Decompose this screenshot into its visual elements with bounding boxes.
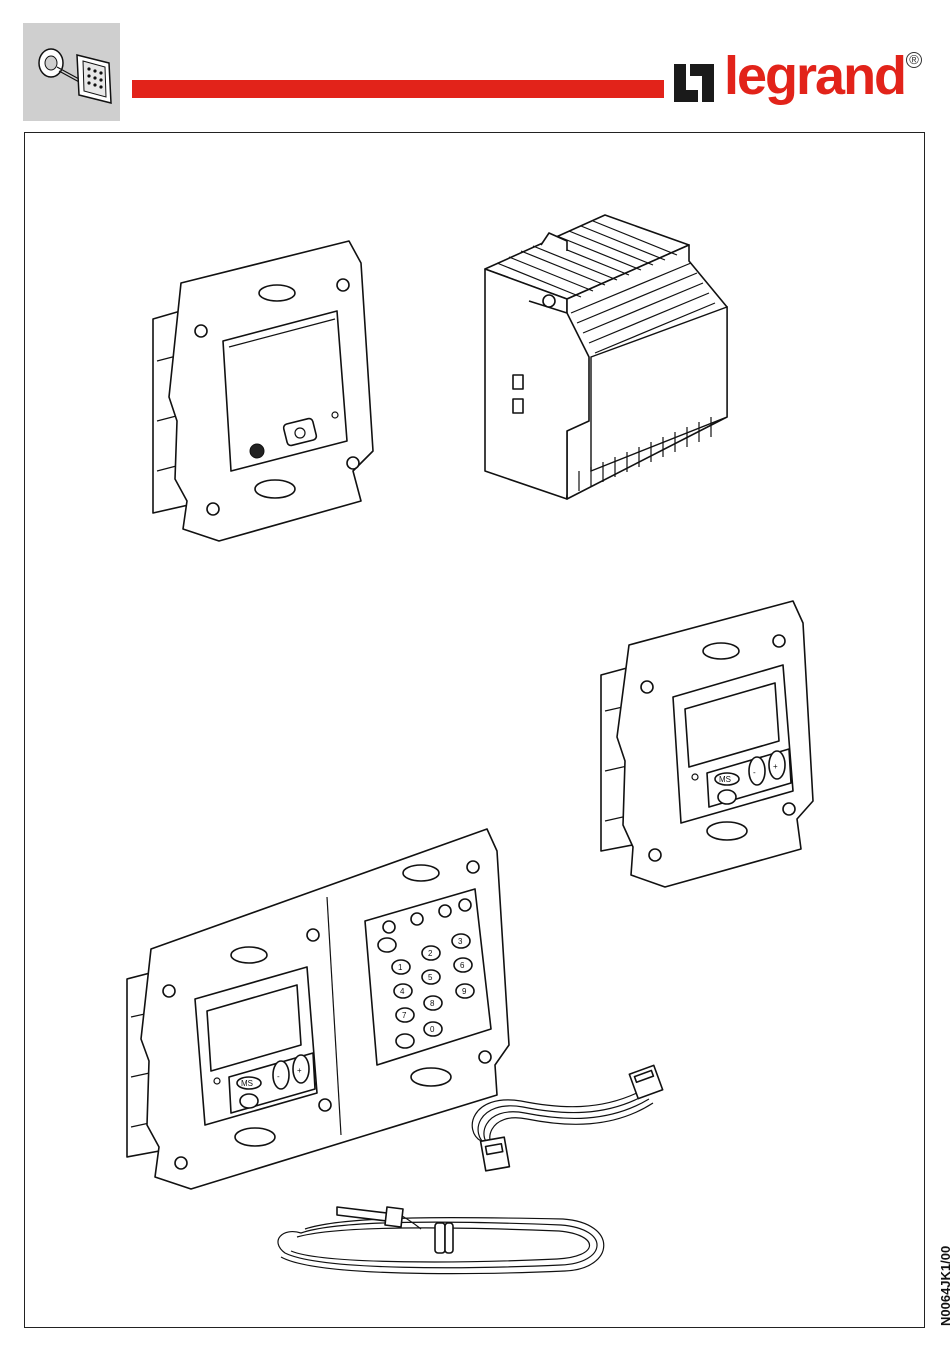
product-illustration: .ln { fill: #fff; stroke: #111; stroke-w… bbox=[25, 133, 924, 1327]
coiled-cable-drawing bbox=[278, 1207, 604, 1274]
intercom-module-drawing bbox=[153, 241, 373, 541]
key-9: 9 bbox=[462, 987, 467, 996]
legrand-logo: legrand ® bbox=[672, 52, 932, 112]
key-7: 7 bbox=[402, 1011, 407, 1020]
key-8: 8 bbox=[430, 999, 435, 1008]
key-3: 3 bbox=[458, 937, 463, 946]
document-code: N0064JK1/00 bbox=[938, 1246, 950, 1326]
key-0: 0 bbox=[430, 1025, 435, 1034]
minus-button-label: - bbox=[753, 768, 756, 777]
header-red-bar bbox=[132, 80, 664, 98]
illustration-frame: .ln { fill: #fff; stroke: #111; stroke-w… bbox=[24, 132, 925, 1328]
ms-button-label: MS bbox=[719, 775, 731, 784]
legrand-mark-icon bbox=[672, 62, 716, 104]
key-5: 5 bbox=[428, 973, 433, 982]
brand-name: legrand bbox=[724, 46, 905, 106]
key-2: 2 bbox=[428, 949, 433, 958]
key-6: 6 bbox=[460, 961, 465, 970]
key-4: 4 bbox=[400, 987, 405, 996]
thumbnail bbox=[23, 23, 120, 121]
minus-button-label-2: - bbox=[277, 1072, 280, 1081]
ms-button-label-2: MS bbox=[241, 1079, 253, 1088]
din-rail-transformer-drawing bbox=[485, 215, 727, 499]
wall-keypad-icon bbox=[23, 23, 120, 121]
plus-button-label-2: + bbox=[297, 1066, 302, 1075]
registered-mark: ® bbox=[906, 52, 922, 68]
timer-with-keypad-module-drawing: MS - + 2 3 1 bbox=[127, 829, 509, 1189]
ribbon-connector-cable-drawing bbox=[472, 1065, 662, 1171]
timer-display-module-drawing: MS - + bbox=[601, 601, 813, 887]
plus-button-label: + bbox=[773, 762, 778, 771]
key-1: 1 bbox=[398, 963, 403, 972]
